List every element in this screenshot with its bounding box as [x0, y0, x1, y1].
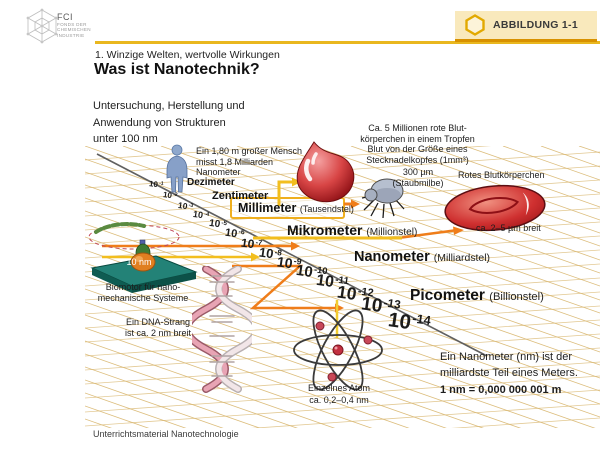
dust-mite-icon — [361, 178, 405, 219]
fci-logo-icon — [26, 8, 58, 44]
dust-mite-annotation: 300 µm (Staubmilbe) — [392, 167, 444, 188]
intro-line: unter 100 nm — [93, 133, 158, 145]
atom-annotation: Einzelnes Atom ca. 0,2–0,4 nm — [307, 383, 371, 405]
red-blood-cell-label: Rotes Blutkörperchen — [458, 170, 545, 180]
unit-picometer: Picometer (Billionstel) — [410, 287, 544, 304]
biomotor-icon — [88, 222, 198, 293]
arrowhead — [291, 241, 300, 251]
intro-line: Untersuchung, Herstellung und — [93, 100, 245, 112]
arrows — [102, 177, 464, 338]
exponent-label: 10-3 — [177, 199, 194, 212]
arrowhead — [351, 199, 360, 209]
scale-diagonal-line — [96, 153, 488, 357]
arrow-dna-zigzag — [232, 264, 335, 310]
exponent-label: 10-2 — [162, 190, 178, 201]
nanometer-definition: Ein Nanometer (nm) ist der milliardste T… — [440, 350, 578, 399]
dna-annotation: Ein DNA-Strang ist ca. 2 nm breit — [124, 317, 192, 338]
arrowhead — [251, 252, 260, 262]
footer-credit: Unterrichtsmaterial Nanotechnologie — [93, 429, 239, 439]
dna-helix-icon — [192, 266, 252, 393]
human-annotation: Ein 1,80 m großer Mensch misst 1,8 Milli… — [196, 146, 303, 177]
arrowhead — [453, 226, 464, 235]
figure-badge: ABBILDUNG 1-1 — [455, 11, 597, 42]
logo-line: FONDS DER — [57, 22, 87, 27]
header-accent-line — [95, 41, 600, 44]
unit-mikrometer: Mikrometer (Millionstel) — [287, 222, 418, 238]
exponent-label: 10-4 — [192, 208, 210, 221]
blood-drop-icon — [296, 141, 355, 203]
intro-line: Anwendung von Strukturen — [93, 116, 226, 129]
logo-line: CHEMISCHEN — [57, 27, 91, 33]
intro-text: Untersuchung, Herstellung und Anwendung … — [93, 98, 245, 148]
red-blood-cell-size: ca. 2–5 µm breit — [476, 223, 541, 233]
atom-icon — [293, 309, 383, 391]
unit-dezimeter: Dezimeter — [187, 177, 235, 188]
nanometer-formula: 1 nm = 0,000 000 001 m — [440, 384, 562, 396]
platform-size-chip: 10 nm — [126, 257, 152, 267]
arrow-to-rbc-size — [401, 229, 455, 239]
arrow-to-blood-drop — [277, 180, 292, 206]
millimeter-box — [230, 197, 345, 219]
hexagon-icon — [465, 14, 485, 36]
unit-millimeter: Millimeter (Tausendstel) — [238, 201, 354, 215]
logo-abbr: FCI — [57, 12, 73, 22]
unit-zentimeter: Zentimeter — [212, 190, 269, 202]
chapter-kicker: 1. Winzige Welten, wertvolle Wirkungen — [95, 49, 280, 61]
logo-line: INDUSTRIE — [57, 32, 85, 38]
human-figure-icon — [166, 144, 188, 193]
exponent-label: 10-1 — [148, 179, 164, 190]
arrowhead — [292, 177, 301, 187]
logo-text: FCI FONDS DER CHEMISCHEN INDUSTRIE — [57, 12, 91, 38]
unit-nanometer: Nanometer (Milliardstel) — [354, 249, 491, 265]
red-blood-cell-icon — [444, 184, 546, 232]
figure-badge-label: ABBILDUNG 1-1 — [493, 19, 578, 31]
blood-drop-annotation: Ca. 5 Millionen rote Blut- körperchen in… — [360, 123, 475, 165]
page-title: Was ist Nanotechnik? — [94, 61, 260, 78]
biomotor-annotation: Biomotor für nano- mechanische Systeme — [97, 282, 189, 303]
